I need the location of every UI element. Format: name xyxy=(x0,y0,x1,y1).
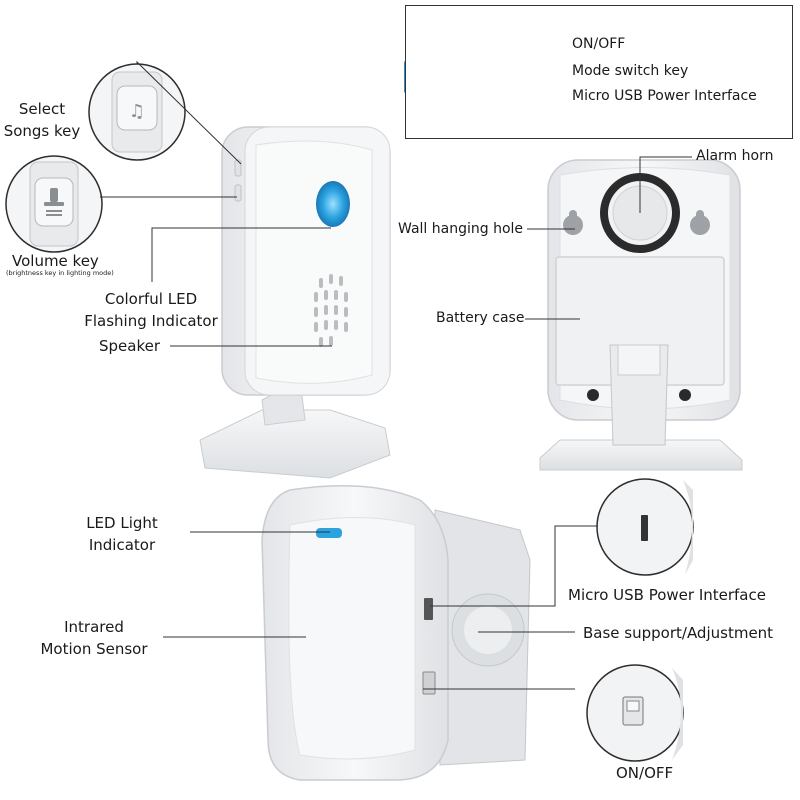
label-micro-usb-top: Micro USB Power Interface xyxy=(572,88,757,104)
bell-icon xyxy=(44,188,64,216)
wall-hanging-hole-left xyxy=(563,210,583,235)
label-speaker: Speaker xyxy=(99,337,161,355)
label-base-support: Base support/Adjustment xyxy=(583,624,774,642)
label-line: Indicator xyxy=(88,536,156,554)
select-songs-key-zoom: ♫ xyxy=(88,63,186,161)
label-line: Select xyxy=(18,100,66,118)
label-volume-key: Volume key xyxy=(12,252,99,270)
label-select-songs-key: Select Songs key xyxy=(2,98,82,142)
micro-usb-zoom xyxy=(596,478,694,576)
button-closeup-inset xyxy=(405,5,793,139)
motion-sensor-view xyxy=(261,485,531,781)
volume-key-zoom xyxy=(5,155,103,253)
label-battery-case: Battery case xyxy=(436,310,525,326)
label-line: LED Light xyxy=(86,514,158,532)
label-micro-usb-bottom: Micro USB Power Interface xyxy=(568,586,766,604)
led-indicator-light xyxy=(316,181,350,227)
label-colorful-led: Colorful LED Flashing Indicator xyxy=(76,288,226,332)
label-volume-key-note: (brightness key in lighting mode) xyxy=(6,269,114,277)
sensor-led xyxy=(316,528,342,538)
label-line: Flashing Indicator xyxy=(84,312,218,330)
label-led-light-indicator: LED Light Indicator xyxy=(72,512,172,556)
label-wall-hanging-hole: Wall hanging hole xyxy=(398,221,524,237)
label-infrared-motion-sensor: Intrared Motion Sensor xyxy=(30,616,158,660)
label-on-off-bottom: ON/OFF xyxy=(616,764,674,782)
label-line: Intrared xyxy=(64,618,124,636)
label-line: Songs key xyxy=(3,122,81,140)
label-line: Colorful LED xyxy=(104,290,198,308)
on-off-zoom xyxy=(586,664,684,762)
music-note-icon: ♫ xyxy=(129,101,145,122)
label-mode-switch-key: Mode switch key xyxy=(572,63,689,79)
label-line: Motion Sensor xyxy=(40,640,148,658)
wall-hanging-hole-right xyxy=(690,210,710,235)
speaker-grille xyxy=(314,274,348,347)
label-on-off-top: ON/OFF xyxy=(572,36,626,52)
label-alarm-horn: Alarm horn xyxy=(696,148,774,164)
receiver-back-view xyxy=(539,159,743,471)
receiver-front-view xyxy=(199,126,391,479)
